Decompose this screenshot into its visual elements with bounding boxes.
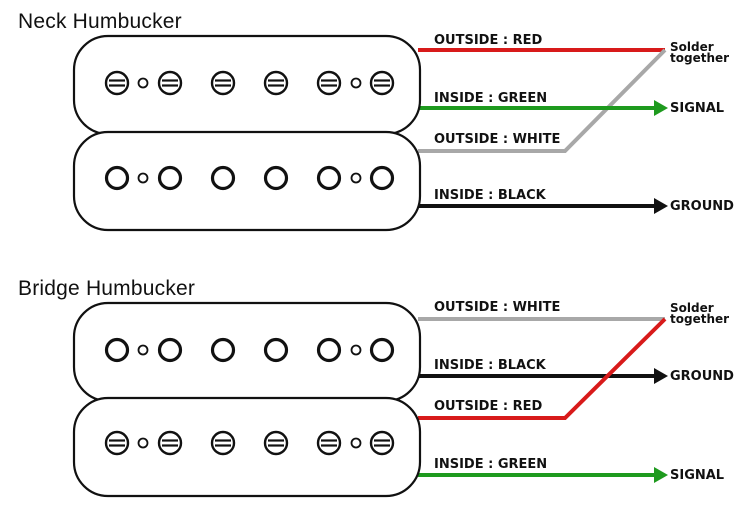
- bridge-wire-outside-red: [418, 317, 667, 420]
- neck-bottom-slug-2: [157, 165, 183, 191]
- neck-bottom-small-dot-1: [137, 172, 149, 184]
- neck-solder-label: Solder together: [670, 40, 730, 65]
- neck-bottom-slug-4: [263, 165, 289, 191]
- bridge-top-slug-5: [316, 337, 342, 363]
- bridge-bottom-screw-6: [369, 430, 395, 456]
- bridge-top-slug-3: [210, 337, 236, 363]
- neck-solder-line-1: Solder: [670, 40, 714, 54]
- bridge-label-outside-red: OUTSIDE : RED: [434, 399, 543, 414]
- bridge-ground-arrow: [654, 368, 668, 384]
- bridge-label-inside-green: INSIDE : GREEN: [434, 457, 548, 472]
- neck-top-screw-4: [263, 70, 289, 96]
- neck-top-screw-2: [157, 70, 183, 96]
- neck-wire-outside-white: [418, 48, 667, 153]
- bridge-label-outside-white: OUTSIDE : WHITE: [434, 300, 561, 315]
- neck-top-screw-1: [104, 70, 130, 96]
- bridge-bottom-screw-4: [263, 430, 289, 456]
- neck-top-small-dot-2: [350, 77, 362, 89]
- bridge-humbucker-title: Bridge Humbucker: [18, 277, 196, 300]
- bridge-bottom-screw-3: [210, 430, 236, 456]
- neck-top-small-dot-1: [137, 77, 149, 89]
- bridge-bottom-screw-1: [104, 430, 130, 456]
- neck-ground-label: GROUND: [670, 199, 734, 214]
- neck-bottom-slug-6: [369, 165, 395, 191]
- bridge-top-slug-4: [263, 337, 289, 363]
- neck-signal-label: SIGNAL: [670, 101, 725, 116]
- bridge-bottom-small-dot-2: [350, 437, 362, 449]
- neck-label-inside-black: INSIDE : BLACK: [434, 188, 546, 203]
- neck-wires: [418, 48, 668, 214]
- bridge-coil-bottom: [72, 396, 422, 498]
- bridge-top-slug-6: [369, 337, 395, 363]
- bridge-top-slug-2: [157, 337, 183, 363]
- neck-label-outside-white: OUTSIDE : WHITE: [434, 132, 561, 147]
- neck-label-outside-red: OUTSIDE : RED: [434, 33, 543, 48]
- neck-top-pole-screws: [104, 70, 395, 96]
- bridge-ground-label: GROUND: [670, 369, 734, 384]
- bridge-top-small-dot-1: [137, 344, 149, 356]
- neck-top-screw-5: [316, 70, 342, 96]
- bridge-solder-label: Solder together: [670, 301, 730, 326]
- neck-coil-bottom: [72, 130, 422, 232]
- neck-label-inside-green: INSIDE : GREEN: [434, 91, 548, 106]
- neck-bottom-small-dot-2: [350, 172, 362, 184]
- neck-signal-arrow: [654, 100, 668, 116]
- neck-humbucker: [72, 34, 422, 232]
- bridge-solder-line-2: together: [670, 312, 730, 326]
- bridge-bottom-screw-5: [316, 430, 342, 456]
- bridge-solder-line-1: Solder: [670, 301, 714, 315]
- neck-bottom-slug-3: [210, 165, 236, 191]
- neck-humbucker-title: Neck Humbucker: [18, 10, 182, 33]
- bridge-signal-arrow: [654, 467, 668, 483]
- bridge-humbucker: [72, 301, 422, 498]
- bridge-wires: [418, 317, 668, 483]
- neck-solder-line-2: together: [670, 51, 730, 65]
- neck-ground-arrow: [654, 198, 668, 214]
- neck-top-screw-3: [210, 70, 236, 96]
- bridge-bottom-small-dot-1: [137, 437, 149, 449]
- neck-bottom-slug-5: [316, 165, 342, 191]
- bridge-top-small-dot-2: [350, 344, 362, 356]
- neck-bottom-slug-1: [104, 165, 130, 191]
- neck-top-screw-6: [369, 70, 395, 96]
- bridge-top-slug-1: [104, 337, 130, 363]
- neck-bottom-pole-slugs: [104, 165, 395, 191]
- bridge-bottom-pole-screws: [104, 430, 395, 456]
- bridge-bottom-screw-2: [157, 430, 183, 456]
- bridge-top-pole-slugs: [104, 337, 395, 363]
- bridge-label-inside-black: INSIDE : BLACK: [434, 358, 546, 373]
- bridge-signal-label: SIGNAL: [670, 468, 725, 483]
